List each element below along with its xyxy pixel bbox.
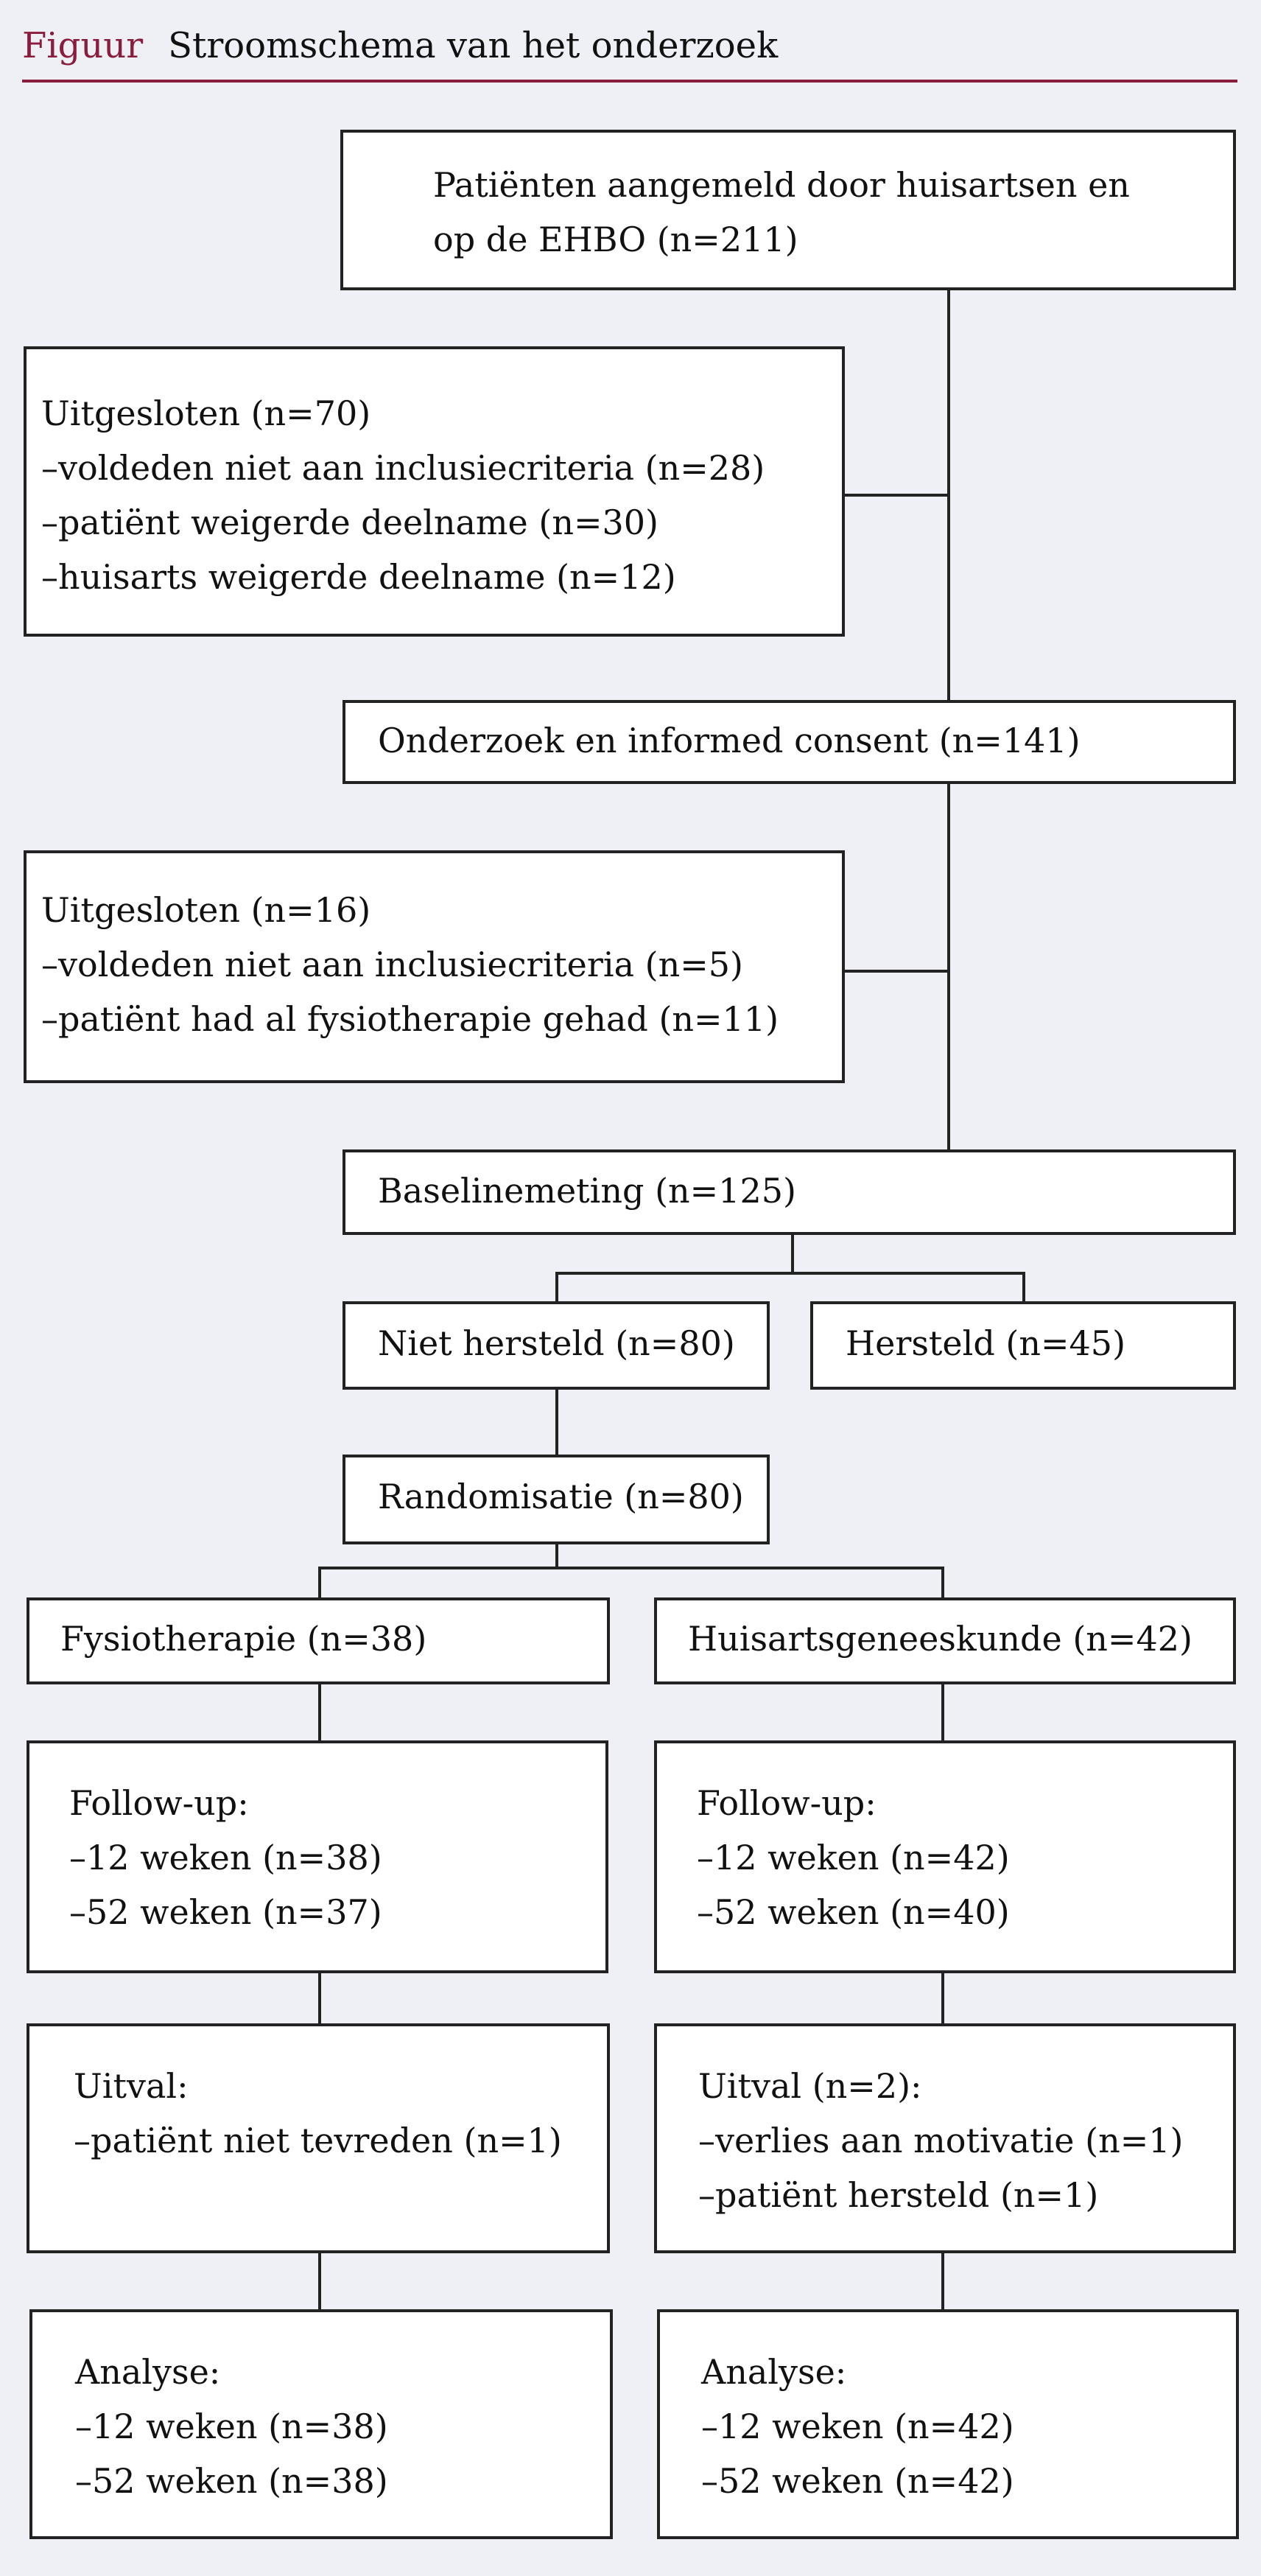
box-line: Follow-up: [69,1783,249,1823]
connector-to-physio [318,1567,321,1599]
box-line: op de EHBO (n=211) [433,220,798,259]
box-line: –52 weken (n=42) [701,2461,1014,2501]
baseline-box: Baselinemeting (n=125) [343,1149,1236,1235]
connector-physio-dropout [318,1972,321,2025]
box-line: Randomisatie (n=80) [378,1477,744,1516]
connector-baseline-split [555,1272,1025,1275]
general-practice-dropout-box: Uitval (n=2): –verlies aan motivatie (n=… [654,2023,1236,2253]
physiotherapy-analysis-box: Analyse: –12 weken (n=38) –52 weken (n=3… [29,2309,613,2539]
box-line: –patiënt had al fysiotherapie gehad (n=1… [41,999,779,1039]
box-line: –12 weken (n=38) [75,2407,388,2446]
box-line: Patiënten aangemeld door huisartsen en [433,165,1130,205]
box-line: Uitgesloten (n=16) [41,890,371,930]
connector-to-gp [941,1567,944,1599]
connector-physio-analysis [318,2252,321,2311]
connector-randomisation-split [318,1567,944,1569]
connector-randomisation-down [555,1543,558,1569]
box-line: Hersteld (n=45) [846,1323,1126,1363]
box-line: Analyse: [75,2352,221,2392]
general-practice-followup-box: Follow-up: –12 weken (n=42) –52 weken (n… [654,1740,1236,1973]
connector-physio-followup [318,1683,321,1742]
connector-excluded2 [842,970,950,973]
figure-label: Figuur [22,25,144,66]
box-line: Uitval: [74,2066,189,2106]
connector-baseline-down [791,1233,794,1275]
box-line: Onderzoek en informed consent (n=141) [378,721,1081,760]
connector-gp-analysis [941,2252,944,2311]
box-line: –52 weken (n=38) [75,2461,388,2501]
box-line: –12 weken (n=42) [701,2407,1014,2446]
box-line: –12 weken (n=38) [69,1838,382,1877]
box-line: –52 weken (n=37) [69,1892,382,1932]
physiotherapy-dropout-box: Uitval: –patiënt niet tevreden (n=1) [27,2023,610,2253]
box-line: –voldeden niet aan inclusiecriteria (n=2… [41,448,765,488]
box-line: –huisarts weigerde deelname (n=12) [41,557,676,597]
general-practice-box: Huisartsgeneeskunde (n=42) [654,1597,1236,1684]
box-line: Analyse: [701,2352,847,2392]
box-line: –verlies aan motivatie (n=1) [698,2121,1184,2160]
box-line: –52 weken (n=40) [697,1892,1010,1932]
box-line: –voldeden niet aan inclusiecriteria (n=5… [41,945,743,984]
connector-gp-followup [941,1683,944,1742]
box-line: –patiënt niet tevreden (n=1) [74,2121,562,2160]
randomisation-box: Randomisatie (n=80) [343,1455,770,1544]
excluded-first-box: Uitgesloten (n=70) –voldeden niet aan in… [24,346,845,637]
box-line: Fysiotherapie (n=38) [60,1619,427,1659]
connector-excluded1 [842,494,950,497]
physiotherapy-followup-box: Follow-up: –12 weken (n=38) –52 weken (n… [27,1740,608,1973]
box-line: Uitval (n=2): [698,2066,922,2106]
box-line: –patiënt hersteld (n=1) [698,2175,1099,2215]
connector-to-not-recovered [555,1272,558,1303]
box-line: Follow-up: [697,1783,877,1823]
not-recovered-box: Niet hersteld (n=80) [343,1301,770,1390]
box-line: Baselinemeting (n=125) [378,1171,796,1211]
informed-consent-box: Onderzoek en informed consent (n=141) [343,700,1236,784]
box-line: Uitgesloten (n=70) [41,393,371,433]
box-line: –patiënt weigerde deelname (n=30) [41,503,658,542]
connector-to-recovered [1022,1272,1025,1303]
box-line: –12 weken (n=42) [697,1838,1010,1877]
excluded-second-box: Uitgesloten (n=16) –voldeden niet aan in… [24,850,845,1083]
referred-patients-box: Patiënten aangemeld door huisartsen en o… [340,130,1236,290]
general-practice-analysis-box: Analyse: –12 weken (n=42) –52 weken (n=4… [657,2309,1239,2539]
recovered-box: Hersteld (n=45) [810,1301,1236,1390]
connector-main-2 [947,783,950,1151]
box-line: Huisartsgeneeskunde (n=42) [688,1619,1192,1659]
connector-gp-dropout [941,1972,944,2025]
connector-to-randomisation [555,1388,558,1456]
physiotherapy-box: Fysiotherapie (n=38) [27,1597,610,1684]
figure-title: Stroomschema van het onderzoek [168,25,779,66]
box-line: Niet hersteld (n=80) [378,1323,735,1363]
figure-header: Figuur Stroomschema van het onderzoek [22,16,1237,83]
